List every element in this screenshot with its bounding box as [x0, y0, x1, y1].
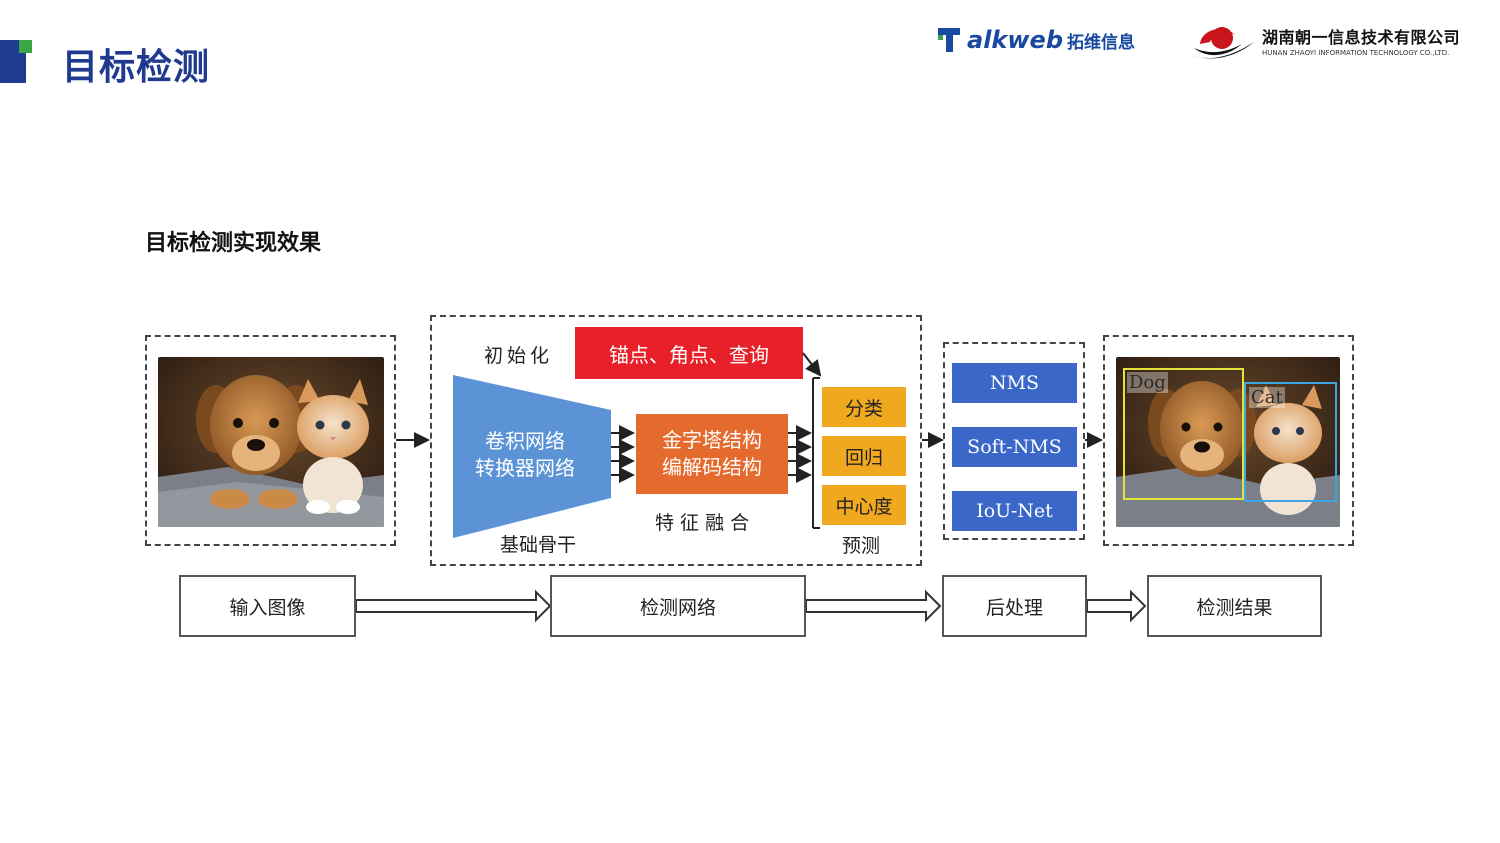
section-subtitle: 目标检测实现效果 — [145, 231, 322, 256]
talkweb-chinese-name: 拓维信息 — [1067, 32, 1136, 53]
zhaoyi-logo: 湖南朝一信息技术有限公司 HUNAN ZHAOYI INFORMATION TE… — [1180, 20, 1460, 68]
postprocess-box-nms: NMS — [952, 363, 1077, 403]
detection-label-cat: Cat — [1249, 387, 1285, 408]
backbone-line-2: 转换器网络 — [475, 456, 575, 480]
backbone-label: 基础骨干 — [500, 534, 577, 556]
stage-input-image: 输入图像 — [179, 575, 356, 637]
result-image: Dog Cat — [1116, 357, 1340, 527]
zhaoyi-chinese-name: 湖南朝一信息技术有限公司 — [1262, 28, 1461, 47]
init-box: 锚点、角点、查询 — [575, 327, 803, 379]
stage-postprocess: 后处理 — [942, 575, 1087, 637]
page-title: 目标检测 — [62, 47, 211, 88]
stage-detection-result: 检测结果 — [1147, 575, 1322, 637]
backbone-trapezoid — [453, 375, 611, 538]
title-accent-square — [19, 40, 32, 53]
zhaoyi-english-name: HUNAN ZHAOYI INFORMATION TECHNOLOGY CO.,… — [1262, 49, 1450, 57]
zhaoyi-emblem-icon — [1182, 27, 1254, 59]
fusion-line-1: 金字塔结构 — [662, 428, 762, 452]
predict-box-regress: 回归 — [822, 436, 906, 476]
postprocess-group-box — [943, 342, 1085, 540]
backbone-text: 卷积网络 转换器网络 — [470, 428, 580, 482]
predict-box-centerness: 中心度 — [822, 485, 906, 525]
fusion-box: 金字塔结构 编解码结构 — [636, 414, 788, 494]
talkweb-logo: alkweb 拓维信息 — [938, 25, 1135, 55]
backbone-line-1: 卷积网络 — [485, 429, 565, 453]
talkweb-wordmark: alkweb — [967, 26, 1064, 54]
result-group-box — [1103, 335, 1354, 546]
talkweb-t-icon — [938, 26, 966, 54]
predict-label: 预测 — [842, 535, 881, 557]
init-label: 初始化 — [484, 345, 554, 367]
detection-label-dog: Dog — [1127, 372, 1168, 393]
postprocess-box-iou-net: IoU-Net — [952, 491, 1077, 531]
stage-detection-network: 检测网络 — [550, 575, 806, 637]
predict-box-classify: 分类 — [822, 387, 906, 427]
fusion-line-2: 编解码结构 — [662, 455, 762, 479]
network-group-box — [430, 315, 922, 566]
fusion-label: 特 征 融 合 — [655, 512, 750, 534]
input-image — [158, 357, 384, 527]
input-group-box — [145, 335, 396, 546]
postprocess-box-soft-nms: Soft-NMS — [952, 427, 1077, 467]
